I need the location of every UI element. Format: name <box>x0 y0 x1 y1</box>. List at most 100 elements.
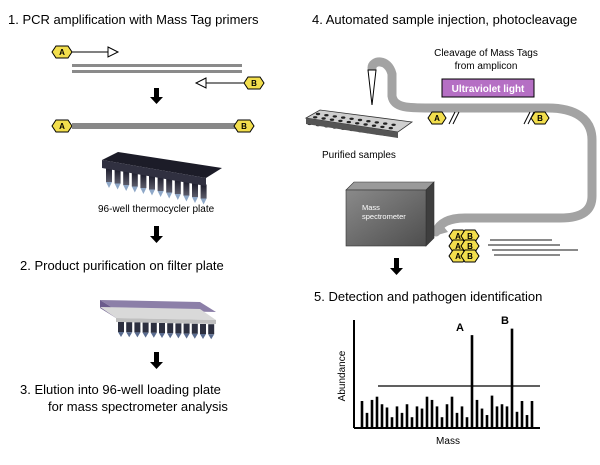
sample-well <box>383 122 388 125</box>
injection-needle <box>367 69 377 106</box>
thermocycler-tube <box>106 168 112 188</box>
step4-title: 4. Automated sample injection, photoclea… <box>312 12 577 27</box>
thermocycler-tube <box>174 180 181 200</box>
sample-well <box>388 126 393 130</box>
sample-well <box>357 118 363 122</box>
thermocycler-tube <box>140 174 147 194</box>
step3-title-line2: for mass spectrometer analysis <box>48 399 228 414</box>
filter-plate-tube <box>167 323 174 339</box>
step5-title: 5. Detection and pathogen identification <box>314 289 542 304</box>
filter-plate-tube <box>200 324 206 339</box>
sample-well <box>313 116 318 119</box>
sample-well <box>374 121 379 124</box>
flow-arrow-2 <box>150 226 163 243</box>
thermocycler-tube <box>166 178 173 199</box>
amplicon: A B <box>51 119 255 133</box>
uv-light-rect <box>441 78 535 98</box>
svg-text:B: B <box>537 114 543 123</box>
cleavage-label-line2: from amplicon <box>455 61 518 72</box>
thermocycler-plate <box>102 152 222 205</box>
sample-well <box>315 112 321 116</box>
sample-well <box>391 123 396 127</box>
step3-title-line1: 3. Elution into 96-well loading plate <box>20 382 221 397</box>
step1-title: 1. PCR amplification with Mass Tag prime… <box>8 12 259 27</box>
filter-plate-tube <box>183 323 190 339</box>
mass-spectrometer-label-line1: Mass <box>362 203 380 212</box>
flow-arrow-4 <box>390 258 403 275</box>
mass-spectrometer: Mass spectrometer <box>345 181 435 247</box>
cleaved-tag-label: B <box>467 242 473 251</box>
thermocycler-plate-label: 96-well thermocycler plate <box>98 204 215 215</box>
primer-b: B <box>194 76 265 90</box>
purified-samples-plate <box>304 109 414 138</box>
primer-b-arrowhead <box>194 77 207 89</box>
tag-a-label: A <box>59 48 65 57</box>
spectrum-xlabel: Mass <box>436 436 460 447</box>
filter-plate-tube <box>134 322 141 338</box>
thermocycler-tube <box>157 177 164 197</box>
thermocycler-tube <box>200 184 207 205</box>
filter-plate-tube <box>208 324 215 340</box>
filter-plate-tube <box>150 322 157 338</box>
sample-well <box>355 122 360 125</box>
mass-spectrometer-label-line2: spectrometer <box>362 212 406 221</box>
filter-plate-tube <box>175 323 182 339</box>
svg-text:A: A <box>434 114 440 123</box>
cleaved-tag-label: B <box>467 232 473 241</box>
sample-well <box>321 117 326 120</box>
thermocycler-tube <box>183 181 190 202</box>
tag-b-hexagon <box>243 76 265 90</box>
cleaved-strand-bundle <box>488 239 578 256</box>
filter-plate <box>100 300 216 340</box>
sample-well <box>349 117 354 121</box>
sample-well <box>346 120 351 124</box>
thermocycler-tube <box>131 172 138 193</box>
cleaved-tag-label: B <box>467 252 473 261</box>
step2-title: 2. Product purification on filter plate <box>20 258 224 273</box>
thermocycler-tube <box>149 175 155 196</box>
sample-well <box>341 116 346 119</box>
capillary-tag-a: A <box>427 111 460 125</box>
amplicon-tag-a-label: A <box>59 122 65 131</box>
sample-well <box>363 123 368 126</box>
capillary-arrowhead <box>434 222 448 236</box>
dna-strand-top <box>72 64 242 67</box>
amplicon-tag-b-hexagon <box>233 119 255 133</box>
sample-well <box>332 115 337 118</box>
cleaved-tag-label: A <box>455 242 461 251</box>
sample-well <box>338 119 343 123</box>
thermocycler-tube <box>123 171 130 191</box>
thermocycler-tube <box>114 169 121 190</box>
flow-arrow-1 <box>150 88 163 104</box>
dna-strand-bottom <box>72 70 242 73</box>
primer-a-arrowhead <box>107 46 120 58</box>
purified-samples-label: Purified samples <box>322 150 396 161</box>
uv-light-label: Ultraviolet light <box>452 84 525 95</box>
primer-a: A <box>51 45 120 59</box>
flow-arrow-3 <box>150 352 163 369</box>
cleavage-label-line1: Cleavage of Mass Tags <box>434 48 538 59</box>
capillary-tag-b: B <box>523 111 550 125</box>
filter-plate-tube <box>126 322 133 338</box>
ultraviolet-light-box: Ultraviolet light <box>441 78 535 98</box>
filter-plate-tube <box>118 322 124 337</box>
filter-plate-tube <box>159 323 165 338</box>
cleaved-tag-label: A <box>455 232 461 241</box>
filter-plate-tube <box>142 322 149 338</box>
capillary-tube <box>367 57 597 237</box>
sample-well <box>380 125 385 129</box>
mass-spectrum-plot: Abundance Mass A B <box>337 315 540 447</box>
cleaved-tag: B <box>460 249 480 263</box>
thermocycler-tube <box>192 183 198 203</box>
sample-well <box>324 114 329 117</box>
sample-well <box>329 118 335 121</box>
spectrum-ylabel: Abundance <box>337 350 348 401</box>
amplicon-tag-b-label: B <box>241 122 247 131</box>
sample-well <box>371 124 377 127</box>
spectrum-peak-label-b: B <box>501 315 509 327</box>
sample-well <box>366 120 371 123</box>
tag-b-label: B <box>251 79 257 88</box>
